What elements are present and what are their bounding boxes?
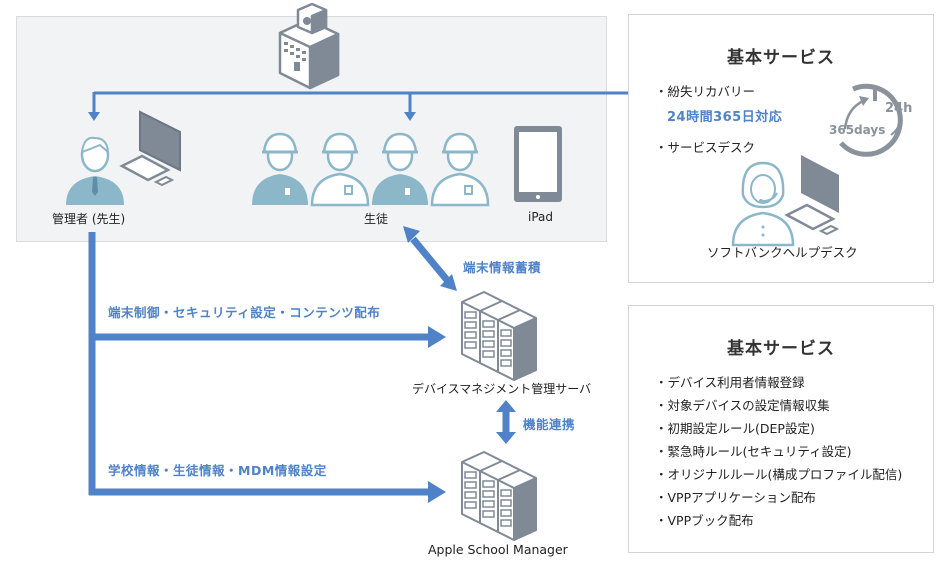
service-item: ・初期設定ルール(DEP設定) <box>655 421 815 436</box>
service-item: ・VPPブック配布 <box>655 513 754 528</box>
service-item: ・デバイス利用者情報登録 <box>655 375 805 390</box>
admin-person-icon <box>66 136 124 205</box>
basic-services-panel: 基本サービス ・デバイス利用者情報登録 ・対象デバイスの設定情報収集 ・初期設定… <box>628 305 934 553</box>
24h-365-label: 24時間365日対応 <box>667 110 783 125</box>
panel-title: 基本サービス <box>727 48 835 68</box>
students-icons <box>252 132 490 207</box>
school-building-icon <box>278 2 340 90</box>
service-desk-item: ・サービスデスク <box>655 140 756 155</box>
student-girl-icon <box>310 132 370 207</box>
arrow-head <box>496 432 516 444</box>
service-item: ・緊急時ルール(セキュリティ設定) <box>655 444 852 459</box>
student-boy-icon <box>252 132 308 205</box>
arrow-head <box>428 481 446 503</box>
student-boy-icon <box>372 132 428 205</box>
students-label: 生徒 <box>364 212 389 226</box>
arrow-head <box>496 400 516 412</box>
panel-title: 基本サービス <box>727 339 835 359</box>
admin-label: 管理者 (先生) <box>52 212 126 226</box>
asm-server-icon <box>461 451 537 541</box>
clock-365days-text: 365days <box>829 123 886 137</box>
ipad-icon <box>514 126 562 202</box>
ipad-label: iPad <box>528 210 554 224</box>
mdm-server-icon <box>461 291 537 381</box>
student-girl-icon <box>430 132 490 207</box>
arrow-head <box>428 326 446 348</box>
arrow-head <box>440 274 457 291</box>
lost-recovery-item: ・紛失リカバリー <box>655 84 756 99</box>
clock-24h-icon <box>839 83 903 157</box>
school-info-flow-label: 学校情報・生徒情報・MDM情報設定 <box>108 463 327 478</box>
service-item: ・対象デバイスの設定情報収集 <box>655 398 830 413</box>
service-item: ・オリジナルルール(構成プロファイル配信) <box>655 467 903 482</box>
asm-label: Apple School Manager <box>428 542 568 557</box>
helpdesk-operator-icon <box>731 155 840 247</box>
service-item: ・VPPアプリケーション配布 <box>655 490 816 505</box>
device-info-flow-label: 端末情報蓄積 <box>463 260 542 275</box>
mdm-server-label: デバイスマネジメント管理サーバ <box>412 382 592 396</box>
computer-icon <box>119 110 181 187</box>
helpdesk-label: ソフトバンクヘルプデスク <box>707 245 858 260</box>
arrow-head <box>403 226 420 243</box>
services-list: ・デバイス利用者情報登録 ・対象デバイスの設定情報収集 ・初期設定ルール(DEP… <box>655 371 902 532</box>
device-control-flow-label: 端末制御・セキュリティ設定・コンテンツ配布 <box>108 305 381 320</box>
integration-flow-label: 機能連携 <box>523 417 576 432</box>
support-services-panel: 基本サービス ・紛失リカバリー 24時間365日対応 ・サービスデスク 24h … <box>628 14 934 283</box>
clock-24h-text: 24h <box>885 101 913 116</box>
